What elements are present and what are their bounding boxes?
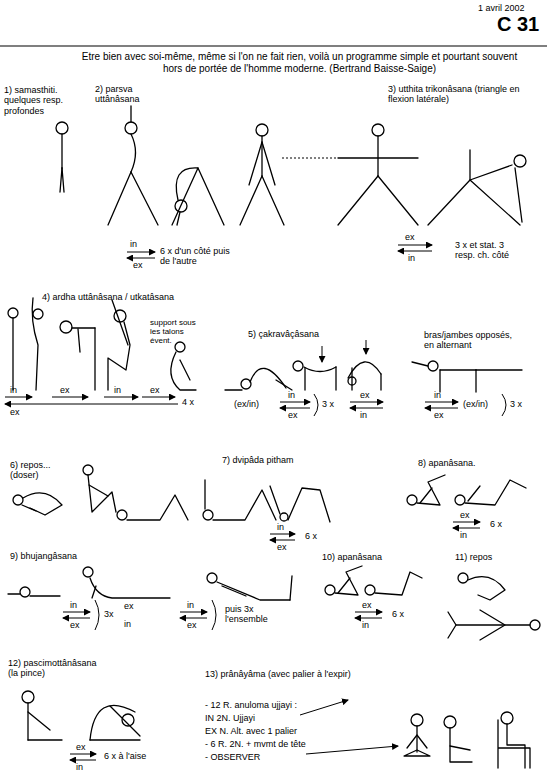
breath-cue: ex xyxy=(434,410,444,420)
stick-figure xyxy=(407,475,526,505)
breath-cue: in xyxy=(408,253,415,263)
repetition-count: 6 x xyxy=(490,519,502,529)
breath-cue: ex xyxy=(10,407,20,417)
breath-cue: ex xyxy=(277,542,287,552)
stick-figure xyxy=(448,573,540,640)
stick-figure xyxy=(203,480,330,522)
stick-figure xyxy=(108,106,224,225)
breath-cue: (ex/in) xyxy=(463,399,488,409)
breath-cue: ex xyxy=(150,385,160,395)
note: - 6 R. 2N. + mvmt de tête xyxy=(205,739,306,749)
guide-line xyxy=(282,158,336,159)
repetition-count: 3 x xyxy=(510,399,522,409)
breath-cue: ex xyxy=(133,260,143,270)
stick-figure xyxy=(404,712,530,768)
breath-cue: in xyxy=(76,762,83,772)
movement-arrow xyxy=(322,346,323,362)
breath-cue: ex xyxy=(360,390,370,400)
repetition-count: 6 x à l'aise xyxy=(104,751,146,761)
breath-cue: ex xyxy=(405,232,415,242)
note: support sous les talons évent. xyxy=(150,318,202,346)
pose-title: 1) samasthiti. quelques resp. profondes xyxy=(4,85,68,116)
pose-title: 7) dvipâda pitham xyxy=(222,455,294,465)
breath-cue: in xyxy=(277,522,284,532)
stick-figure xyxy=(13,465,188,520)
repetition-count: 6 x d'un côté puis de l'autre xyxy=(160,246,230,267)
breath-cue: ex xyxy=(60,385,70,395)
pose-title: 8) apanâsana. xyxy=(418,458,476,468)
pose-title: 9) bhujangâsana xyxy=(10,551,77,561)
breath-cue: in xyxy=(130,239,137,249)
note: bras/jambes opposés, en alternant xyxy=(424,330,516,351)
breath-cue: in xyxy=(187,600,194,610)
header-rule xyxy=(0,45,547,46)
breath-cue: in xyxy=(124,619,131,629)
pointer-arrow xyxy=(300,700,348,715)
pointer-arrow xyxy=(306,746,398,754)
breath-cue: in xyxy=(434,390,441,400)
bracket xyxy=(95,394,506,630)
pose-title: 13) prânâyâma (avec palier à l'expir) xyxy=(205,669,351,679)
breath-cue: ex xyxy=(70,620,80,630)
repetition-count: puis 3x l'ensemble xyxy=(225,604,273,625)
note: IN 2N. Ujjayi xyxy=(205,713,255,723)
pose-title: 5) çakravâçâsana xyxy=(248,329,319,339)
note: EX N. Alt. avec 1 palier xyxy=(205,726,297,736)
repetition-count: 6 x xyxy=(392,609,404,619)
repetition-count: 3 x xyxy=(322,399,334,409)
repetition-count: 3 x et stat. 3 resp. ch. côté xyxy=(455,240,517,261)
breath-cue: in xyxy=(362,620,369,630)
note: - 12 R. anuloma ujjayi : xyxy=(205,700,297,710)
breath-cue: ex xyxy=(124,601,134,611)
page-title: C 31 xyxy=(497,13,539,36)
quote: Etre bien avec soi-même, même si l'on ne… xyxy=(72,51,527,74)
pose-title: 6) repos... (doser) xyxy=(10,460,60,481)
stick-figure xyxy=(240,124,526,225)
pose-title: 2) parsva uttânâsana xyxy=(95,84,145,105)
breath-cue: ex xyxy=(76,742,86,752)
breath-cue: in xyxy=(114,385,121,395)
repetition-count: 3x xyxy=(104,609,114,619)
note: - OBSERVER xyxy=(205,752,260,762)
stick-figure xyxy=(8,567,292,600)
breath-arrow xyxy=(5,245,480,760)
pose-title: 10) apanâsana xyxy=(322,552,382,562)
breath-cue: (ex/in) xyxy=(234,399,259,409)
pose-title: 11) repos xyxy=(455,552,492,562)
pose-title: 12) pascimottânâsana (la pince) xyxy=(8,658,108,679)
repetition-count: 4 x xyxy=(182,397,194,407)
breath-cue: ex xyxy=(187,620,197,630)
breath-cue: in xyxy=(10,385,17,395)
stick-figure xyxy=(56,122,68,192)
pose-title: 3) utthita trikonâsana (triangle en flex… xyxy=(388,84,520,105)
breath-cue: in xyxy=(460,530,467,540)
stick-figure xyxy=(22,691,140,740)
breath-cue: ex xyxy=(288,410,298,420)
breath-cue: ex xyxy=(460,510,470,520)
stick-figure xyxy=(225,361,522,392)
stick-figure xyxy=(325,566,422,595)
breath-cue: in xyxy=(288,390,295,400)
breath-cue: ex xyxy=(362,600,372,610)
breath-cue: in xyxy=(70,600,77,610)
repetition-count: 6 x xyxy=(305,531,317,541)
breath-cue: in xyxy=(360,410,367,420)
pose-title: 4) ardha uttânâsana / utkatâsana xyxy=(42,292,174,302)
date: 1 avril 2002 xyxy=(478,3,525,13)
movement-arrow xyxy=(366,340,367,354)
